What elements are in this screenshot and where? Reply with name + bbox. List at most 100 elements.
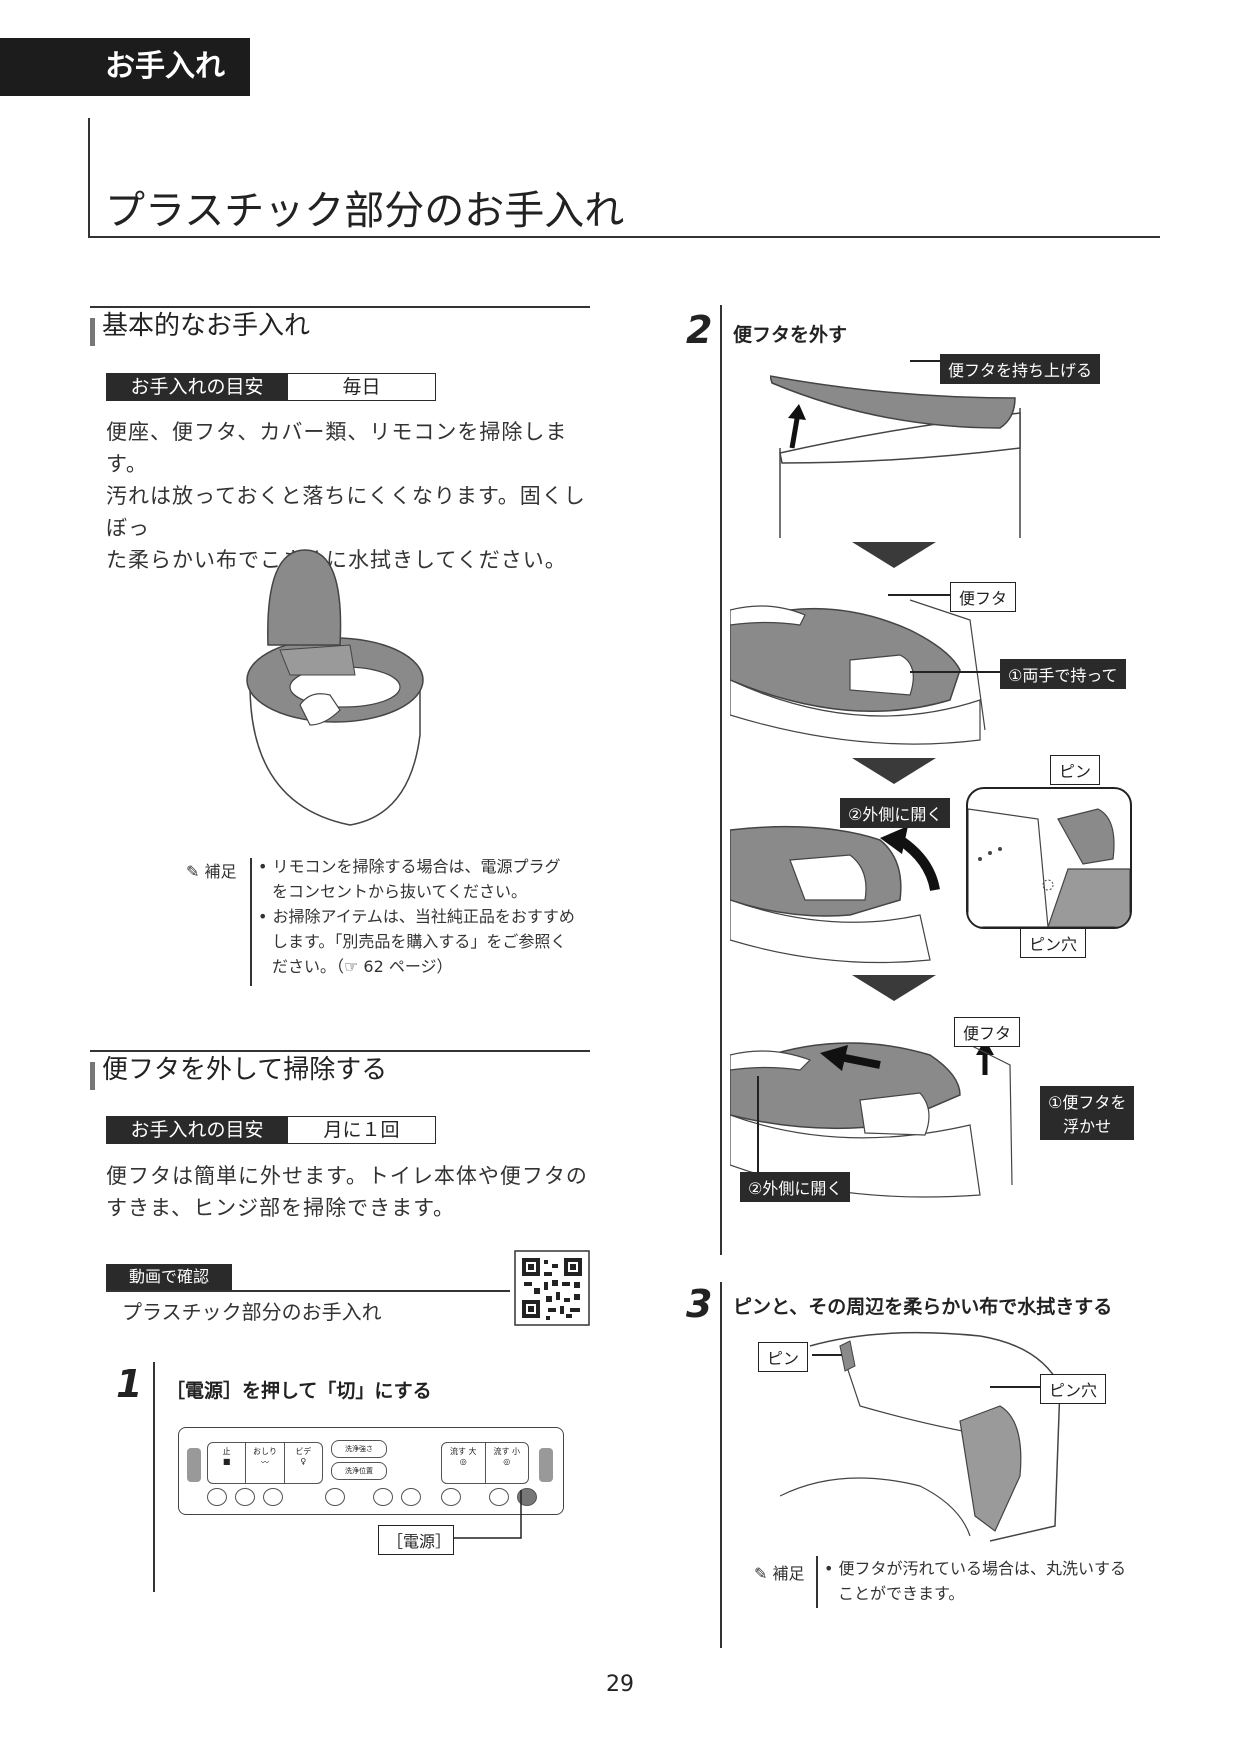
callout-leader	[757, 1076, 759, 1172]
note-line: • リモコンを掃除する場合は、電源プラグ	[258, 857, 561, 876]
callout-leader	[990, 1386, 1040, 1388]
pin-inset	[966, 787, 1132, 929]
video-title[interactable]: プラスチック部分のお手入れ	[122, 1300, 382, 1324]
callout-leader	[910, 360, 940, 362]
basic-care-text: 便座、便フタ、カバー類、リモコンを掃除します。 汚れは放っておくと落ちにくくなり…	[106, 416, 606, 576]
pin-callout: ピン	[1050, 755, 1101, 785]
title-rule-horizontal	[88, 236, 1160, 238]
note-bar	[816, 1556, 818, 1608]
text-line: 便フタは簡単に外せます。トイレ本体や便フタの	[106, 1164, 588, 1188]
step3-note-text: • 便フタが汚れている場合は、丸洗いする ことができます。	[824, 1556, 1154, 1606]
basic-care-guide: お手入れの目安 毎日	[106, 373, 436, 401]
guide-key: お手入れの目安	[106, 373, 288, 401]
lift-lid-callout: 便フタを持ち上げる	[940, 354, 1101, 384]
position-button[interactable]: 洗浄位置	[331, 1462, 387, 1480]
note-bar	[250, 858, 252, 986]
remote-flush-buttons: 流す 大◎ 流す 小◎	[441, 1442, 529, 1484]
small-button[interactable]	[325, 1488, 345, 1506]
pencil-icon: ✎	[754, 1564, 768, 1583]
small-button[interactable]	[489, 1488, 509, 1506]
guide-key: お手入れの目安	[106, 1116, 288, 1144]
callout-leader	[888, 594, 950, 596]
sequence-arrow-down	[852, 542, 936, 568]
step-3-title: ピンと、その周辺を柔らかい布で水拭きする	[733, 1296, 1113, 1318]
qr-code-icon[interactable]	[514, 1250, 590, 1326]
pin-hole-callout: ピン穴	[1020, 928, 1087, 958]
callout-leader	[812, 1354, 842, 1356]
basic-care-heading-text: 基本的なお手入れ	[102, 311, 311, 341]
guide-value: 月に１回	[288, 1116, 436, 1144]
power-button[interactable]	[517, 1488, 537, 1506]
float-callout: ①便フタを 浮かせ	[1040, 1086, 1135, 1140]
step-1-number: 1	[116, 1362, 143, 1406]
step3-note-label: ✎ 補足	[754, 1560, 805, 1584]
pencil-icon: ✎	[186, 862, 200, 881]
both-hands-callout: ①両手で持って	[1000, 659, 1126, 689]
video-rule	[106, 1290, 510, 1292]
text-line: 汚れは放っておくと落ちにくくなります。固くしぼっ	[106, 484, 586, 540]
lid-care-text: 便フタは簡単に外せます。トイレ本体や便フタの すきま、ヒンジ部を掃除できます。	[106, 1160, 606, 1224]
lid-callout-2: 便フタ	[954, 1017, 1021, 1047]
oshiri-button[interactable]: おしり〰	[246, 1443, 285, 1483]
step-2-number: 2	[686, 308, 713, 352]
small-button[interactable]	[441, 1488, 461, 1506]
lid-hold-illustration	[730, 599, 986, 745]
small-button[interactable]	[263, 1488, 283, 1506]
open-outward-callout-2: ②外側に開く	[740, 1172, 851, 1202]
basic-note-label: ✎ 補足	[186, 858, 237, 882]
pin-callout-step3: ピン	[758, 1342, 809, 1372]
page-title: プラスチック部分のお手入れ	[105, 188, 625, 234]
pin-hole-callout-step3: ピン穴	[1040, 1374, 1107, 1404]
guide-value: 毎日	[288, 373, 436, 401]
title-rule-vertical	[88, 118, 90, 238]
note-line: • お掃除アイテムは、当社純正品をおすすめ	[258, 907, 575, 926]
small-button[interactable]	[401, 1488, 421, 1506]
note-line: ことができます。	[838, 1584, 965, 1603]
stop-button[interactable]: 止■	[208, 1443, 247, 1483]
pin-inset-drawing	[968, 808, 1130, 927]
toilet-illustration	[246, 549, 424, 826]
float-callout-line: 浮かせ	[1063, 1117, 1112, 1136]
step-3-number: 3	[686, 1282, 713, 1326]
right-column-rule	[720, 1282, 722, 1648]
remote-small-buttons	[207, 1488, 537, 1506]
remote-side-lamp	[539, 1448, 553, 1482]
text-line: 便座、便フタ、カバー類、リモコンを掃除します。	[106, 420, 568, 476]
step-2-title: 便フタを外す	[733, 324, 848, 346]
basic-care-heading: 基本的なお手入れ	[90, 306, 590, 346]
open-outward-callout: ②外側に開く	[840, 798, 951, 828]
step-1-title: ［電源］を押して「切」にする	[166, 1380, 432, 1402]
sequence-arrow-down	[852, 975, 936, 1001]
remote-side-lamp	[187, 1448, 201, 1482]
flush-large-button[interactable]: 流す 大◎	[442, 1443, 486, 1483]
small-button[interactable]	[207, 1488, 227, 1506]
float-callout-line: ①便フタを	[1048, 1093, 1127, 1112]
note-line: • 便フタが汚れている場合は、丸洗いする	[824, 1559, 1127, 1578]
strength-button[interactable]: 洗浄強さ	[331, 1440, 387, 1458]
power-callout: ［電源］	[378, 1525, 454, 1555]
text-line: すきま、ヒンジ部を掃除できます。	[106, 1196, 456, 1220]
note-line: ださい。（☞ 62 ページ）	[272, 957, 453, 976]
page-number: 29	[606, 1672, 634, 1697]
power-callout-line	[440, 1490, 522, 1539]
bidet-button[interactable]: ビデ♀	[295, 1447, 312, 1466]
lid-care-heading: 便フタを外して掃除する	[90, 1050, 590, 1090]
section-tab: お手入れ	[0, 38, 250, 96]
text-line: た柔らかい布でこまめに水拭きしてください。	[106, 548, 567, 572]
lid-lift-illustration	[770, 375, 1021, 538]
right-column-rule	[720, 305, 722, 1255]
lid-callout-1: 便フタ	[950, 582, 1017, 612]
remote-adjust-buttons: 洗浄強さ 洗浄位置	[331, 1440, 387, 1484]
callout-leader	[910, 671, 1000, 673]
note-line: します。「別売品を購入する」をご参照く	[272, 932, 567, 951]
small-button[interactable]	[373, 1488, 393, 1506]
flush-small-button[interactable]: 流す 小◎	[493, 1447, 521, 1466]
remote-control-panel: 止■ おしり〰 ビデ♀ 洗浄強さ 洗浄位置 流す 大◎ 流す 小◎	[178, 1427, 564, 1515]
lid-care-heading-text: 便フタを外して掃除する	[102, 1055, 388, 1085]
video-label: 動画で確認	[106, 1264, 232, 1290]
note-label-text: 補足	[204, 862, 237, 881]
lid-care-guide: お手入れの目安 月に１回	[106, 1116, 436, 1144]
small-button[interactable]	[235, 1488, 255, 1506]
remote-main-buttons: 止■ おしり〰 ビデ♀	[207, 1442, 323, 1484]
pin-wipe-illustration	[780, 1331, 1061, 1542]
